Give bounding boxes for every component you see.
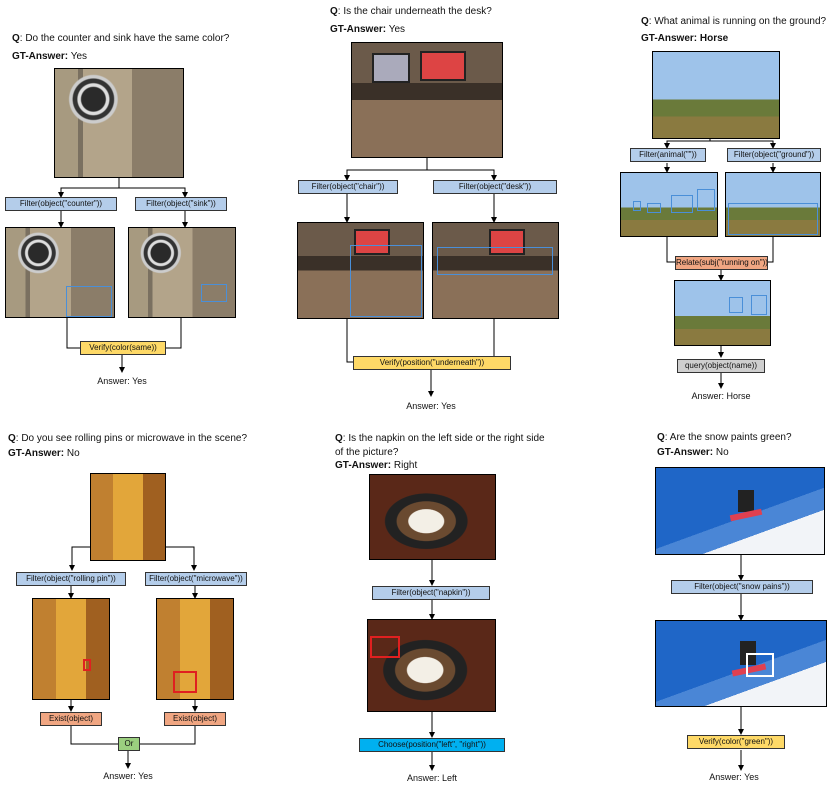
highlight-box [647, 203, 661, 213]
question-text: Q: What animal is running on the ground? [641, 16, 827, 27]
filtered-image [367, 619, 496, 712]
question-text: Q: Is the napkin on the left side or the… [335, 433, 545, 458]
verify-op-box: Verify(color("green")) [687, 735, 785, 749]
question-text: Q: Do the counter and sink have the same… [12, 33, 230, 44]
or-op-box: Or [118, 737, 140, 751]
filter-op-box: Filter(object("napkin")) [372, 586, 490, 600]
scene-image [652, 51, 780, 139]
answer-text: Answer: Yes [97, 376, 147, 386]
relate-op-box: Relate(subj("running on")) [675, 256, 768, 270]
exist-op-box: Exist(object) [164, 712, 226, 726]
filter-op-box: Filter(object("chair")) [298, 180, 398, 194]
highlight-box [728, 203, 818, 235]
question-text: Q: Is the chair underneath the desk? [330, 6, 492, 17]
filtered-image [620, 172, 718, 237]
highlight-box [746, 653, 774, 677]
question-text: Q: Are the snow paints green? [657, 432, 792, 443]
gt-answer: GT-Answer: No [657, 447, 729, 458]
question-text: Q: Do you see rolling pins or microwave … [8, 433, 248, 444]
gt-answer: GT-Answer: Yes [330, 24, 406, 35]
answer-text: Answer: Yes [709, 772, 759, 782]
filtered-image [32, 598, 110, 700]
filter-op-box: Filter(object("desk")) [433, 180, 557, 194]
verify-op-box: Verify(position("underneath")) [353, 356, 511, 370]
scene-image [90, 473, 166, 561]
answer-text: Answer: Horse [691, 391, 751, 401]
answer-text: Answer: Yes [103, 771, 153, 781]
filtered-image [5, 227, 115, 318]
filter-op-box: Filter(object("microwave")) [145, 572, 247, 586]
scene-image [655, 467, 825, 555]
highlight-box [350, 245, 422, 317]
filter-op-box: Filter(object("rolling pin")) [16, 572, 126, 586]
filter-op-box: Filter(object("counter")) [5, 197, 117, 211]
highlight-box [751, 295, 767, 315]
answer-text: Answer: Yes [406, 401, 456, 411]
highlight-box [66, 286, 112, 317]
scene-image [351, 42, 503, 158]
highlight-box [697, 189, 715, 211]
filtered-image [432, 222, 559, 319]
filtered-image [674, 280, 771, 346]
gt-answer: GT-Answer: Horse [641, 33, 729, 44]
filtered-image [297, 222, 424, 319]
filtered-image [655, 620, 827, 707]
verify-op-box: Verify(color(same)) [80, 341, 166, 355]
exist-op-box: Exist(object) [40, 712, 102, 726]
gt-answer: GT-Answer: Yes [12, 51, 88, 62]
scene-image [369, 474, 496, 560]
filter-op-box: Filter(object("snow pains")) [671, 580, 813, 594]
highlight-box [201, 284, 227, 302]
highlight-box [173, 671, 197, 693]
highlight-box [83, 659, 91, 671]
highlight-box [633, 201, 641, 211]
choose-op-box: Choose(position("left", "right")) [359, 738, 505, 752]
filtered-image [725, 172, 821, 237]
gt-answer: GT-Answer: Right [335, 460, 418, 471]
filter-op-box: Filter(animal("")) [630, 148, 706, 162]
highlight-box [370, 636, 400, 658]
scene-image [54, 68, 184, 178]
filtered-image [156, 598, 234, 700]
answer-text: Answer: Left [406, 773, 458, 783]
highlight-box [671, 195, 693, 213]
filtered-image [128, 227, 236, 318]
highlight-box [729, 297, 743, 313]
highlight-box [437, 247, 553, 275]
query-op-box: query(object(name)) [677, 359, 765, 373]
gt-answer: GT-Answer: No [8, 448, 80, 459]
filter-op-box: Filter(object("sink")) [135, 197, 227, 211]
filter-op-box: Filter(object("ground")) [727, 148, 821, 162]
